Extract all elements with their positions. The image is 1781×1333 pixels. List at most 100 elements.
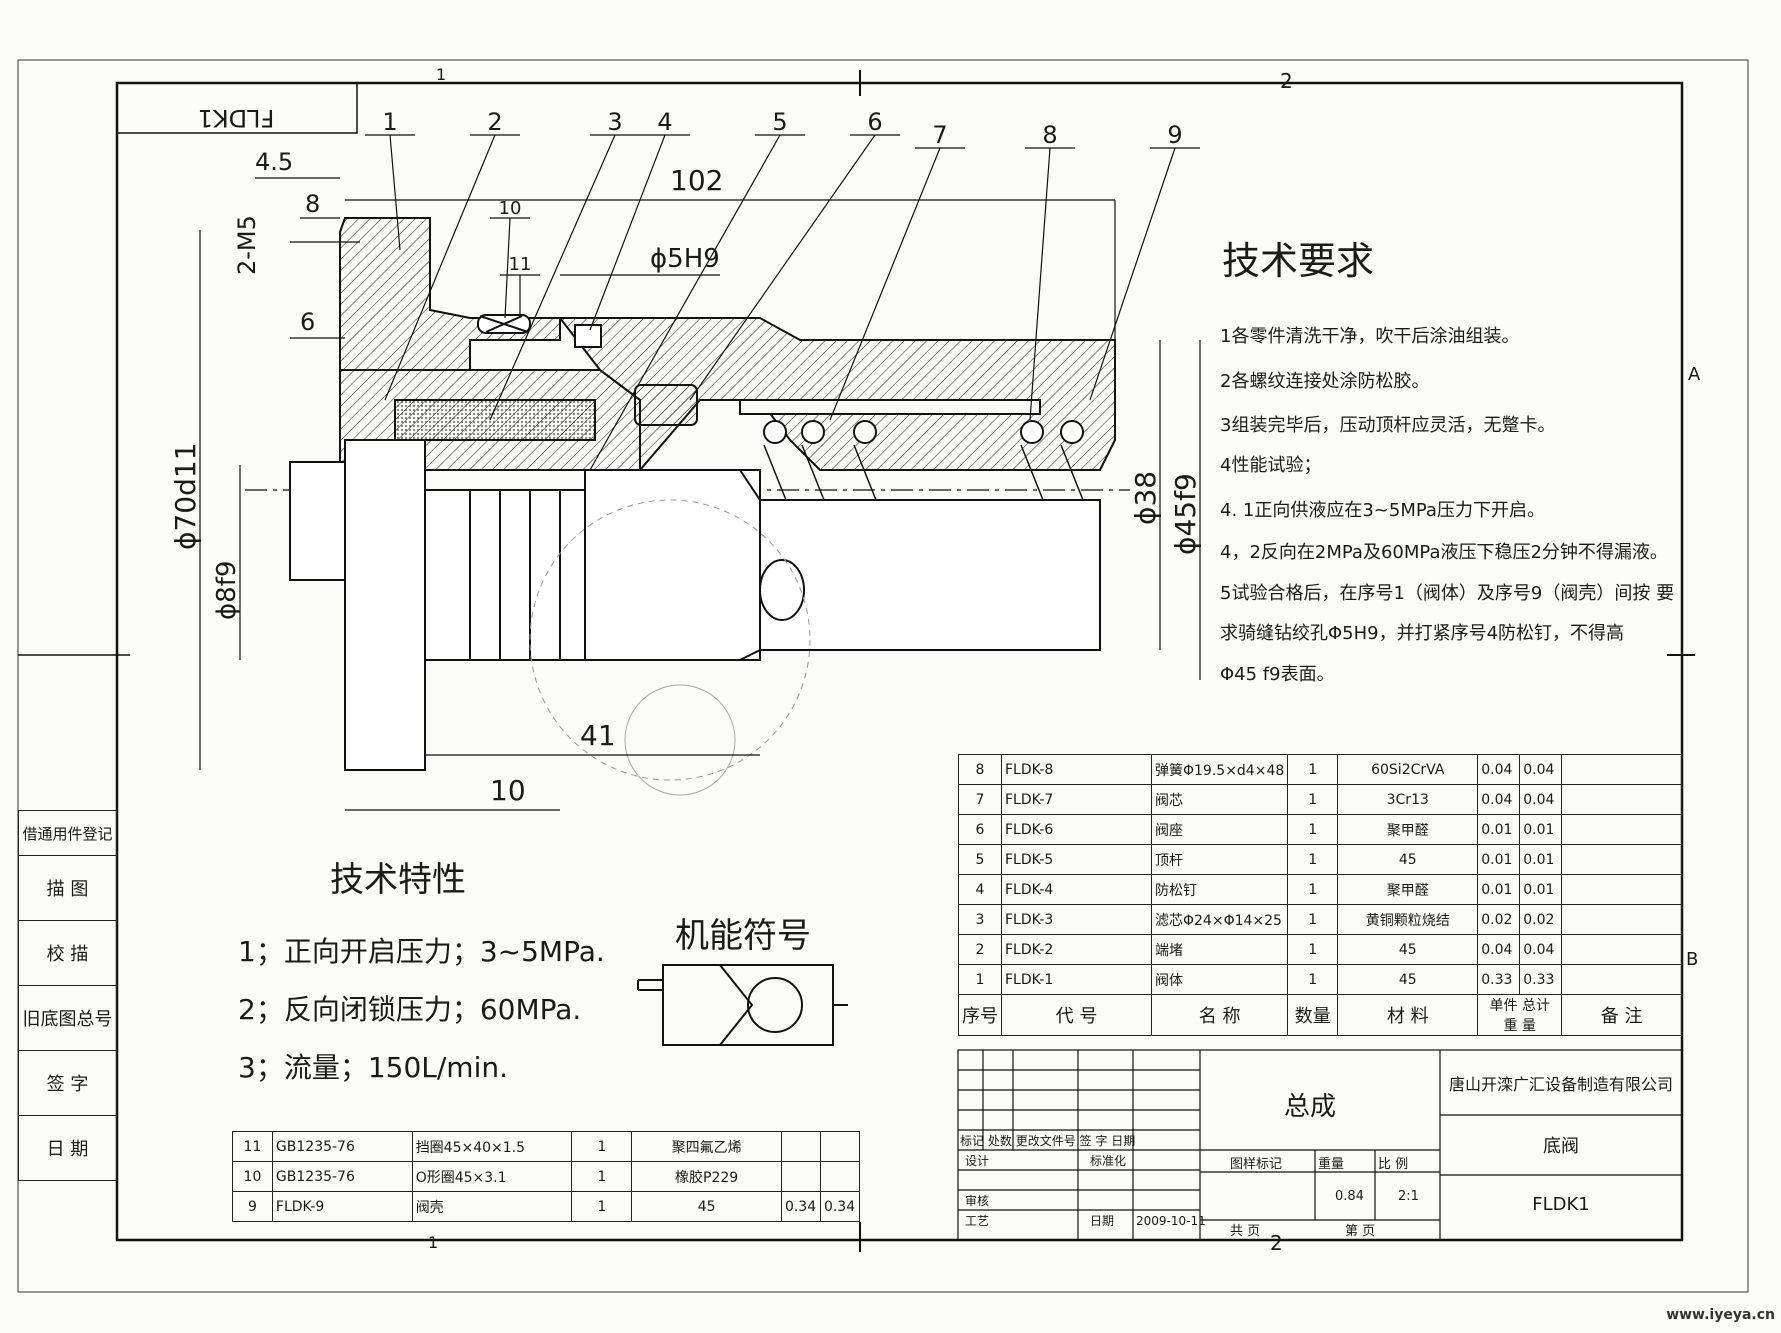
bom-cell: 0.04 — [1477, 754, 1521, 785]
bom-cell: 45 — [1337, 964, 1479, 995]
tech-req-line-8: 求骑缝钻绞孔Φ5H9，并打紧序号4防松钉，不得高 — [1220, 623, 1625, 644]
dim-10: 10 — [490, 774, 526, 807]
dim-4-5: 4.5 — [255, 148, 293, 176]
outer-frame — [17, 59, 1749, 1293]
bom-cell: 1 — [1287, 844, 1339, 875]
bom-cell: 0.33 — [1477, 964, 1521, 995]
bom-lower-cell: 45 — [631, 1191, 782, 1222]
balloon-6: 6 — [867, 108, 882, 136]
bom-cell: 7 — [958, 784, 1002, 815]
bom-cell: 1 — [1287, 904, 1339, 935]
bom-cell: 黄铜颗粒烧结 — [1337, 904, 1479, 935]
bom-cell — [1561, 964, 1682, 995]
bom-cell: 1 — [1287, 754, 1339, 785]
tech-req-line-1: 1各零件清洗干净，吹干后涂油组装。 — [1220, 326, 1520, 347]
bom-lower-cell: GB1235-76 — [271, 1131, 413, 1162]
bom-h-no: 序号 — [958, 994, 1002, 1036]
side-cell-3: 校 描 — [18, 920, 117, 986]
balloon-2: 2 — [487, 108, 502, 136]
tb-assembly: 总成 — [1284, 1092, 1336, 1122]
bom-cell: 0.04 — [1519, 784, 1563, 815]
tech-req-line-5: 4. 1正向供液应在3~5MPa压力下开启。 — [1220, 500, 1545, 521]
bom-cell: 0.04 — [1477, 934, 1521, 965]
bom-lower-cell: 聚四氟乙烯 — [631, 1131, 782, 1162]
function-symbol — [637, 964, 848, 1046]
dim-6: 6 — [300, 308, 315, 336]
bom-cell: 1 — [1287, 784, 1339, 815]
side-cell-6: 日 期 — [18, 1115, 117, 1181]
side-cell-2: 描 图 — [18, 855, 117, 921]
bom-cell: 0.01 — [1477, 844, 1521, 875]
bom-cell: 1 — [1287, 874, 1339, 905]
zone-right-a: A — [1688, 364, 1701, 385]
drawing-code-stamp: FLDK1 — [198, 104, 275, 132]
function-symbol-title: 机能符号 — [675, 916, 811, 956]
bom-h-total: 总计 — [1521, 998, 1550, 1014]
tb-process: 工艺 — [965, 1214, 989, 1228]
tb-scale-label: 比 例 — [1378, 1157, 1408, 1172]
bom-cell — [1561, 814, 1682, 845]
tech-req-line-3: 3组装完毕后，压动顶杆应灵活，无蹩卡。 — [1220, 415, 1556, 436]
tech-req-line-9: Φ45 f9表面。 — [1220, 664, 1335, 685]
bom-h-weight-label: 重 量 — [1503, 1018, 1536, 1034]
bom-cell: 端堵 — [1150, 934, 1289, 965]
bom-cell — [1561, 904, 1682, 935]
bom-cell — [1561, 754, 1682, 785]
bom-cell: 阀体 — [1150, 964, 1289, 995]
bom-h-remark: 备 注 — [1561, 994, 1682, 1036]
bom-lower-cell: 1 — [571, 1131, 633, 1162]
tb-pattern: 图样标记 — [1230, 1157, 1282, 1172]
tb-company: 唐山开滦广汇设备制造有限公司 — [1449, 1075, 1673, 1094]
balloon-8: 8 — [1042, 121, 1057, 149]
bom-lower-cell — [819, 1131, 861, 1162]
tb-part-name: 底阀 — [1543, 1136, 1579, 1157]
bom-cell — [1561, 844, 1682, 875]
bom-cell: 弹簧Φ19.5×d4×48 — [1150, 754, 1289, 785]
bom-cell: 聚甲醛 — [1337, 814, 1479, 845]
tech-req-line-6: 4，2反向在2MPa及60MPa液压下稳压2分钟不得漏液。 — [1220, 542, 1668, 563]
bom-h-code: 代 号 — [1001, 994, 1152, 1036]
bom-cell: 0.02 — [1519, 904, 1563, 935]
bom-lower-cell: FLDK-9 — [271, 1191, 413, 1222]
bom-lower-cell: 10 — [232, 1161, 273, 1192]
tech-spec-line-3: 3；流量；150L/min. — [238, 1051, 508, 1084]
bom-cell: 4 — [958, 874, 1002, 905]
tb-page: 第 页 — [1345, 1224, 1375, 1239]
tech-spec-line-1: 1；正向开启压力；3~5MPa. — [238, 935, 605, 968]
bom-cell: 0.01 — [1477, 814, 1521, 845]
bom-cell: 8 — [958, 754, 1002, 785]
bom-lower-cell — [780, 1161, 821, 1192]
zone-bottom-1: 1 — [428, 1233, 438, 1252]
tb-date-label: 日期 — [1090, 1214, 1114, 1228]
side-cell-5: 签 字 — [18, 1050, 117, 1116]
bom-cell: 0.33 — [1519, 964, 1563, 995]
zone-bottom-2: 2 — [1270, 1231, 1283, 1255]
bom-h-weight: 单件 总计 重 量 — [1477, 994, 1563, 1036]
tb-design: 设计 — [965, 1154, 989, 1168]
bom-lower-cell — [819, 1161, 861, 1192]
bom-lower-cell: 0.34 — [780, 1191, 821, 1222]
tb-date: 2009-10-11 — [1136, 1214, 1206, 1228]
bom-cell: 0.01 — [1477, 874, 1521, 905]
bom-cell: 6 — [958, 814, 1002, 845]
bom-cell: 阀芯 — [1150, 784, 1289, 815]
bom-cell: 60Si2CrVA — [1337, 754, 1479, 785]
bom-cell: 3Cr13 — [1337, 784, 1479, 815]
side-register-panel: 借通用件登记 描 图 校 描 旧底图总号 签 字 日 期 — [18, 810, 117, 1181]
title-block-grid — [957, 1049, 1683, 1241]
bom-lower-cell: 9 — [232, 1191, 273, 1222]
bom-cell: 0.02 — [1477, 904, 1521, 935]
bom-cell: FLDK-3 — [1001, 904, 1152, 935]
bom-lower-cell: 1 — [571, 1161, 633, 1192]
balloon-3: 3 — [607, 108, 622, 136]
